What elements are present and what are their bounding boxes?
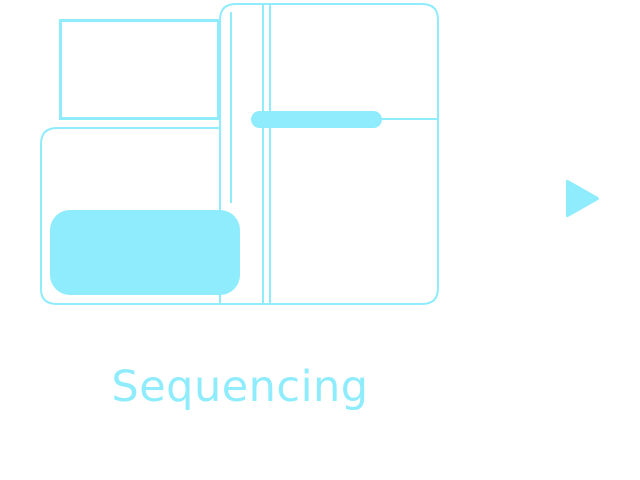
door-handle bbox=[251, 111, 382, 128]
play-arrow-icon[interactable] bbox=[566, 179, 599, 218]
monitor-frame bbox=[59, 19, 220, 120]
base-panel bbox=[50, 210, 240, 295]
cabinet-body bbox=[219, 3, 439, 305]
caption-label: Sequencing bbox=[111, 362, 369, 412]
base-body bbox=[40, 127, 220, 305]
sequencer-solid-parts bbox=[50, 111, 382, 295]
sequencer-instrument-icon bbox=[40, 3, 439, 305]
